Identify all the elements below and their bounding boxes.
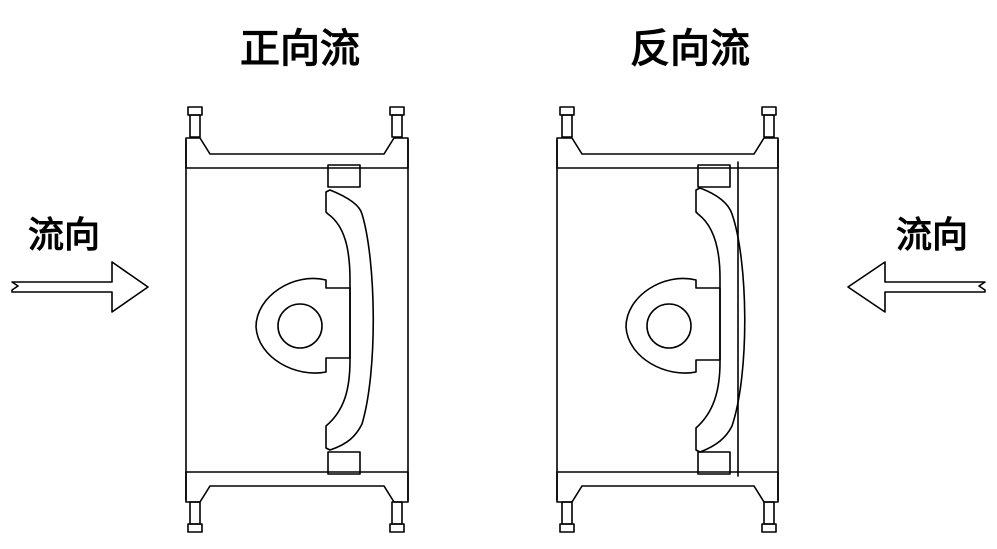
valve-disc — [695, 187, 746, 453]
hinge-shaft — [646, 303, 692, 349]
flow-arrow-left-icon — [847, 261, 986, 313]
title-reverse-flow: 反向流 — [630, 26, 750, 72]
flow-arrow-right-icon — [11, 261, 149, 313]
seat-ring — [327, 164, 361, 475]
title-forward-flow: 正向流 — [240, 26, 360, 72]
hinge-shaft — [277, 303, 323, 349]
top-flange — [556, 106, 779, 169]
bottom-flange — [556, 471, 779, 533]
seat-ring — [697, 164, 731, 475]
hinge-arm — [625, 277, 721, 374]
top-flange — [185, 106, 409, 169]
flow-direction-label-right: 流向 — [896, 215, 968, 256]
valve-forward-flow — [185, 106, 409, 533]
valve-body — [556, 139, 779, 501]
hinge-arm — [255, 277, 351, 374]
flow-direction-label-left: 流向 — [28, 215, 100, 256]
valve-reverse-flow — [556, 106, 779, 533]
valve-disc — [325, 189, 375, 451]
valve-body — [185, 139, 409, 501]
bottom-flange — [185, 471, 409, 533]
